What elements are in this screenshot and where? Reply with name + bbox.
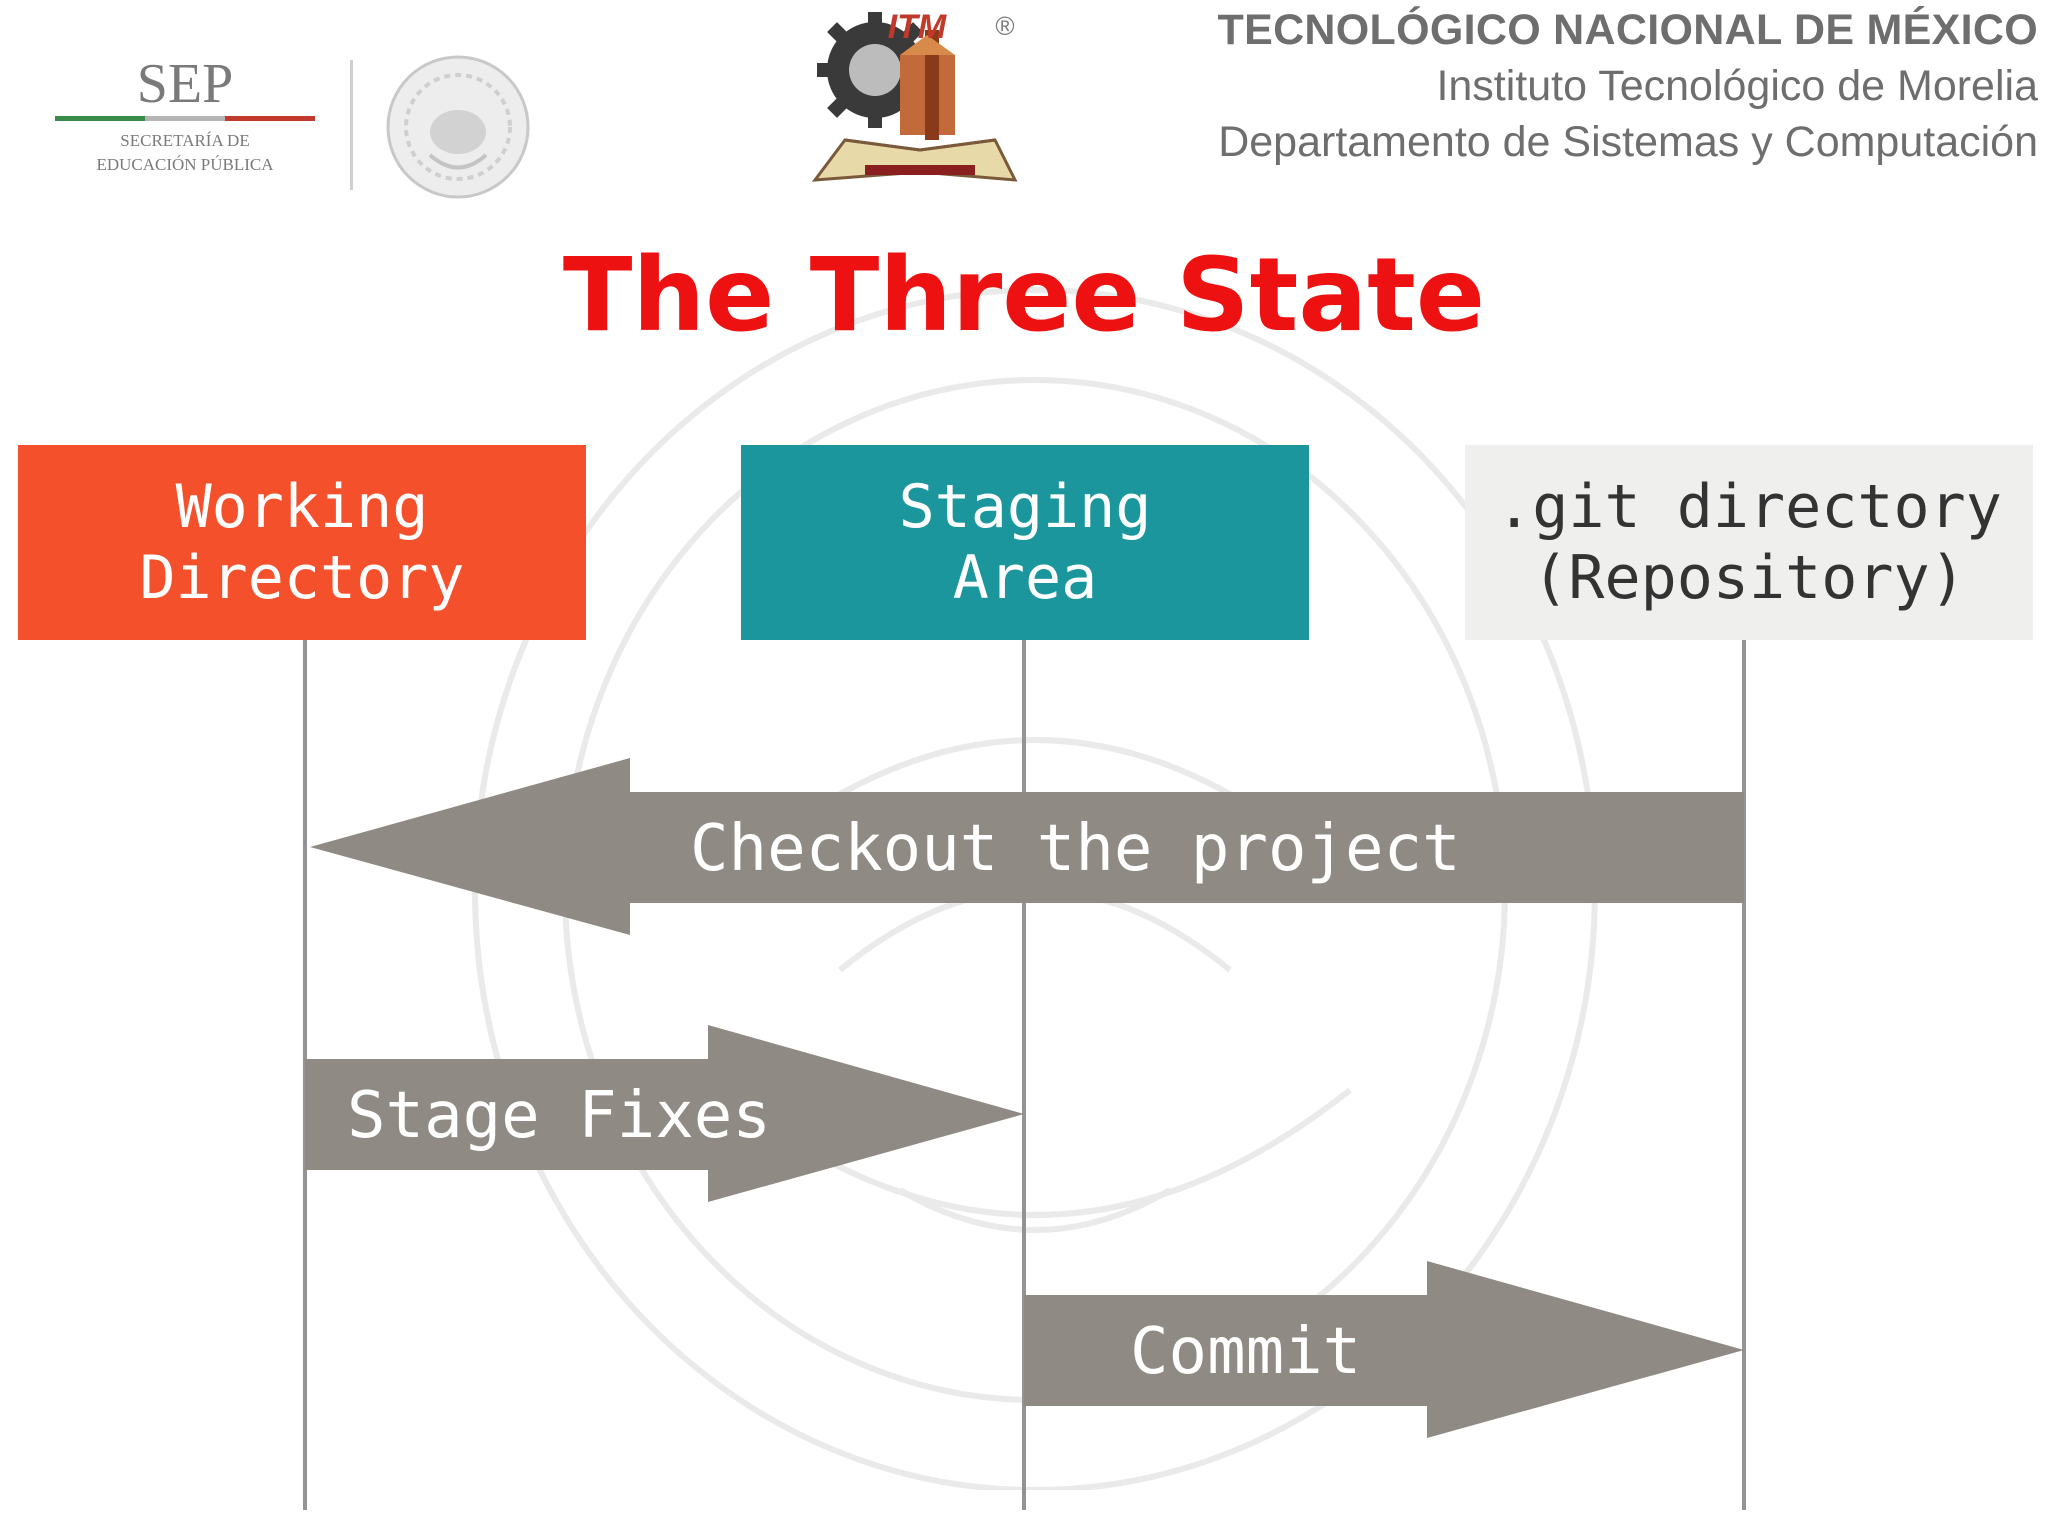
state-git-directory: .git directory (Repository) (1465, 445, 2033, 640)
sep-logo-sub2: EDUCACIÓN PÚBLICA (96, 155, 274, 174)
state-working-directory-line2: Directory (139, 542, 465, 613)
slide-title: The Three State (562, 236, 1486, 355)
header-line-2: Instituto Tecnológico de Morelia (1436, 62, 2038, 110)
state-staging-area-line1: Staging (898, 471, 1152, 542)
state-git-directory-line2: (Repository) (1532, 542, 1966, 613)
arrow-commit-shape (1024, 1261, 1744, 1438)
sep-logo-stripe-gray (145, 116, 225, 121)
arrow-commit: Commit (0, 1258, 2048, 1438)
itm-registered-mark: ® (995, 11, 1014, 41)
state-working-directory: Working Directory (18, 445, 586, 640)
arrow-stage-fixes-label: Stage Fixes (347, 1079, 771, 1153)
arrow-commit-label: Commit (1130, 1315, 1362, 1389)
sep-logo-stripe-red (225, 116, 315, 121)
sep-logo-text: SEP (137, 53, 234, 115)
state-working-directory-line1: Working (175, 471, 429, 542)
header-line-1: TECNOLÓGICO NACIONAL DE MÉXICO (1217, 6, 2038, 54)
state-staging-area: Staging Area (741, 445, 1309, 640)
arrow-checkout-label: Checkout the project (690, 812, 1461, 886)
sep-logo-stripe-green (55, 116, 145, 121)
itm-logo: ITM ® (811, 8, 1018, 182)
arrow-stage-fixes-shape (305, 1025, 1024, 1202)
state-staging-area-line2: Area (952, 542, 1098, 613)
sep-logo: SEP SECRETARÍA DE EDUCACIÓN PÚBLICA (55, 53, 530, 199)
sep-logo-sub1: SECRETARÍA DE (120, 131, 249, 150)
itm-logo-text: ITM (888, 8, 947, 46)
state-git-directory-line1: .git directory (1496, 471, 2002, 542)
lifeline-staging-area (1022, 640, 1026, 1510)
lifeline-git-directory (1742, 640, 1746, 1510)
arrow-stage-fixes: Stage Fixes (0, 1022, 2048, 1202)
arrow-checkout-shape (310, 758, 1744, 935)
header-line-3: Departamento de Sistemas y Computación (1218, 118, 2038, 166)
mexico-seal-icon (386, 55, 530, 199)
arrow-checkout: Checkout the project (0, 755, 2048, 935)
sep-logo-divider (350, 60, 353, 190)
